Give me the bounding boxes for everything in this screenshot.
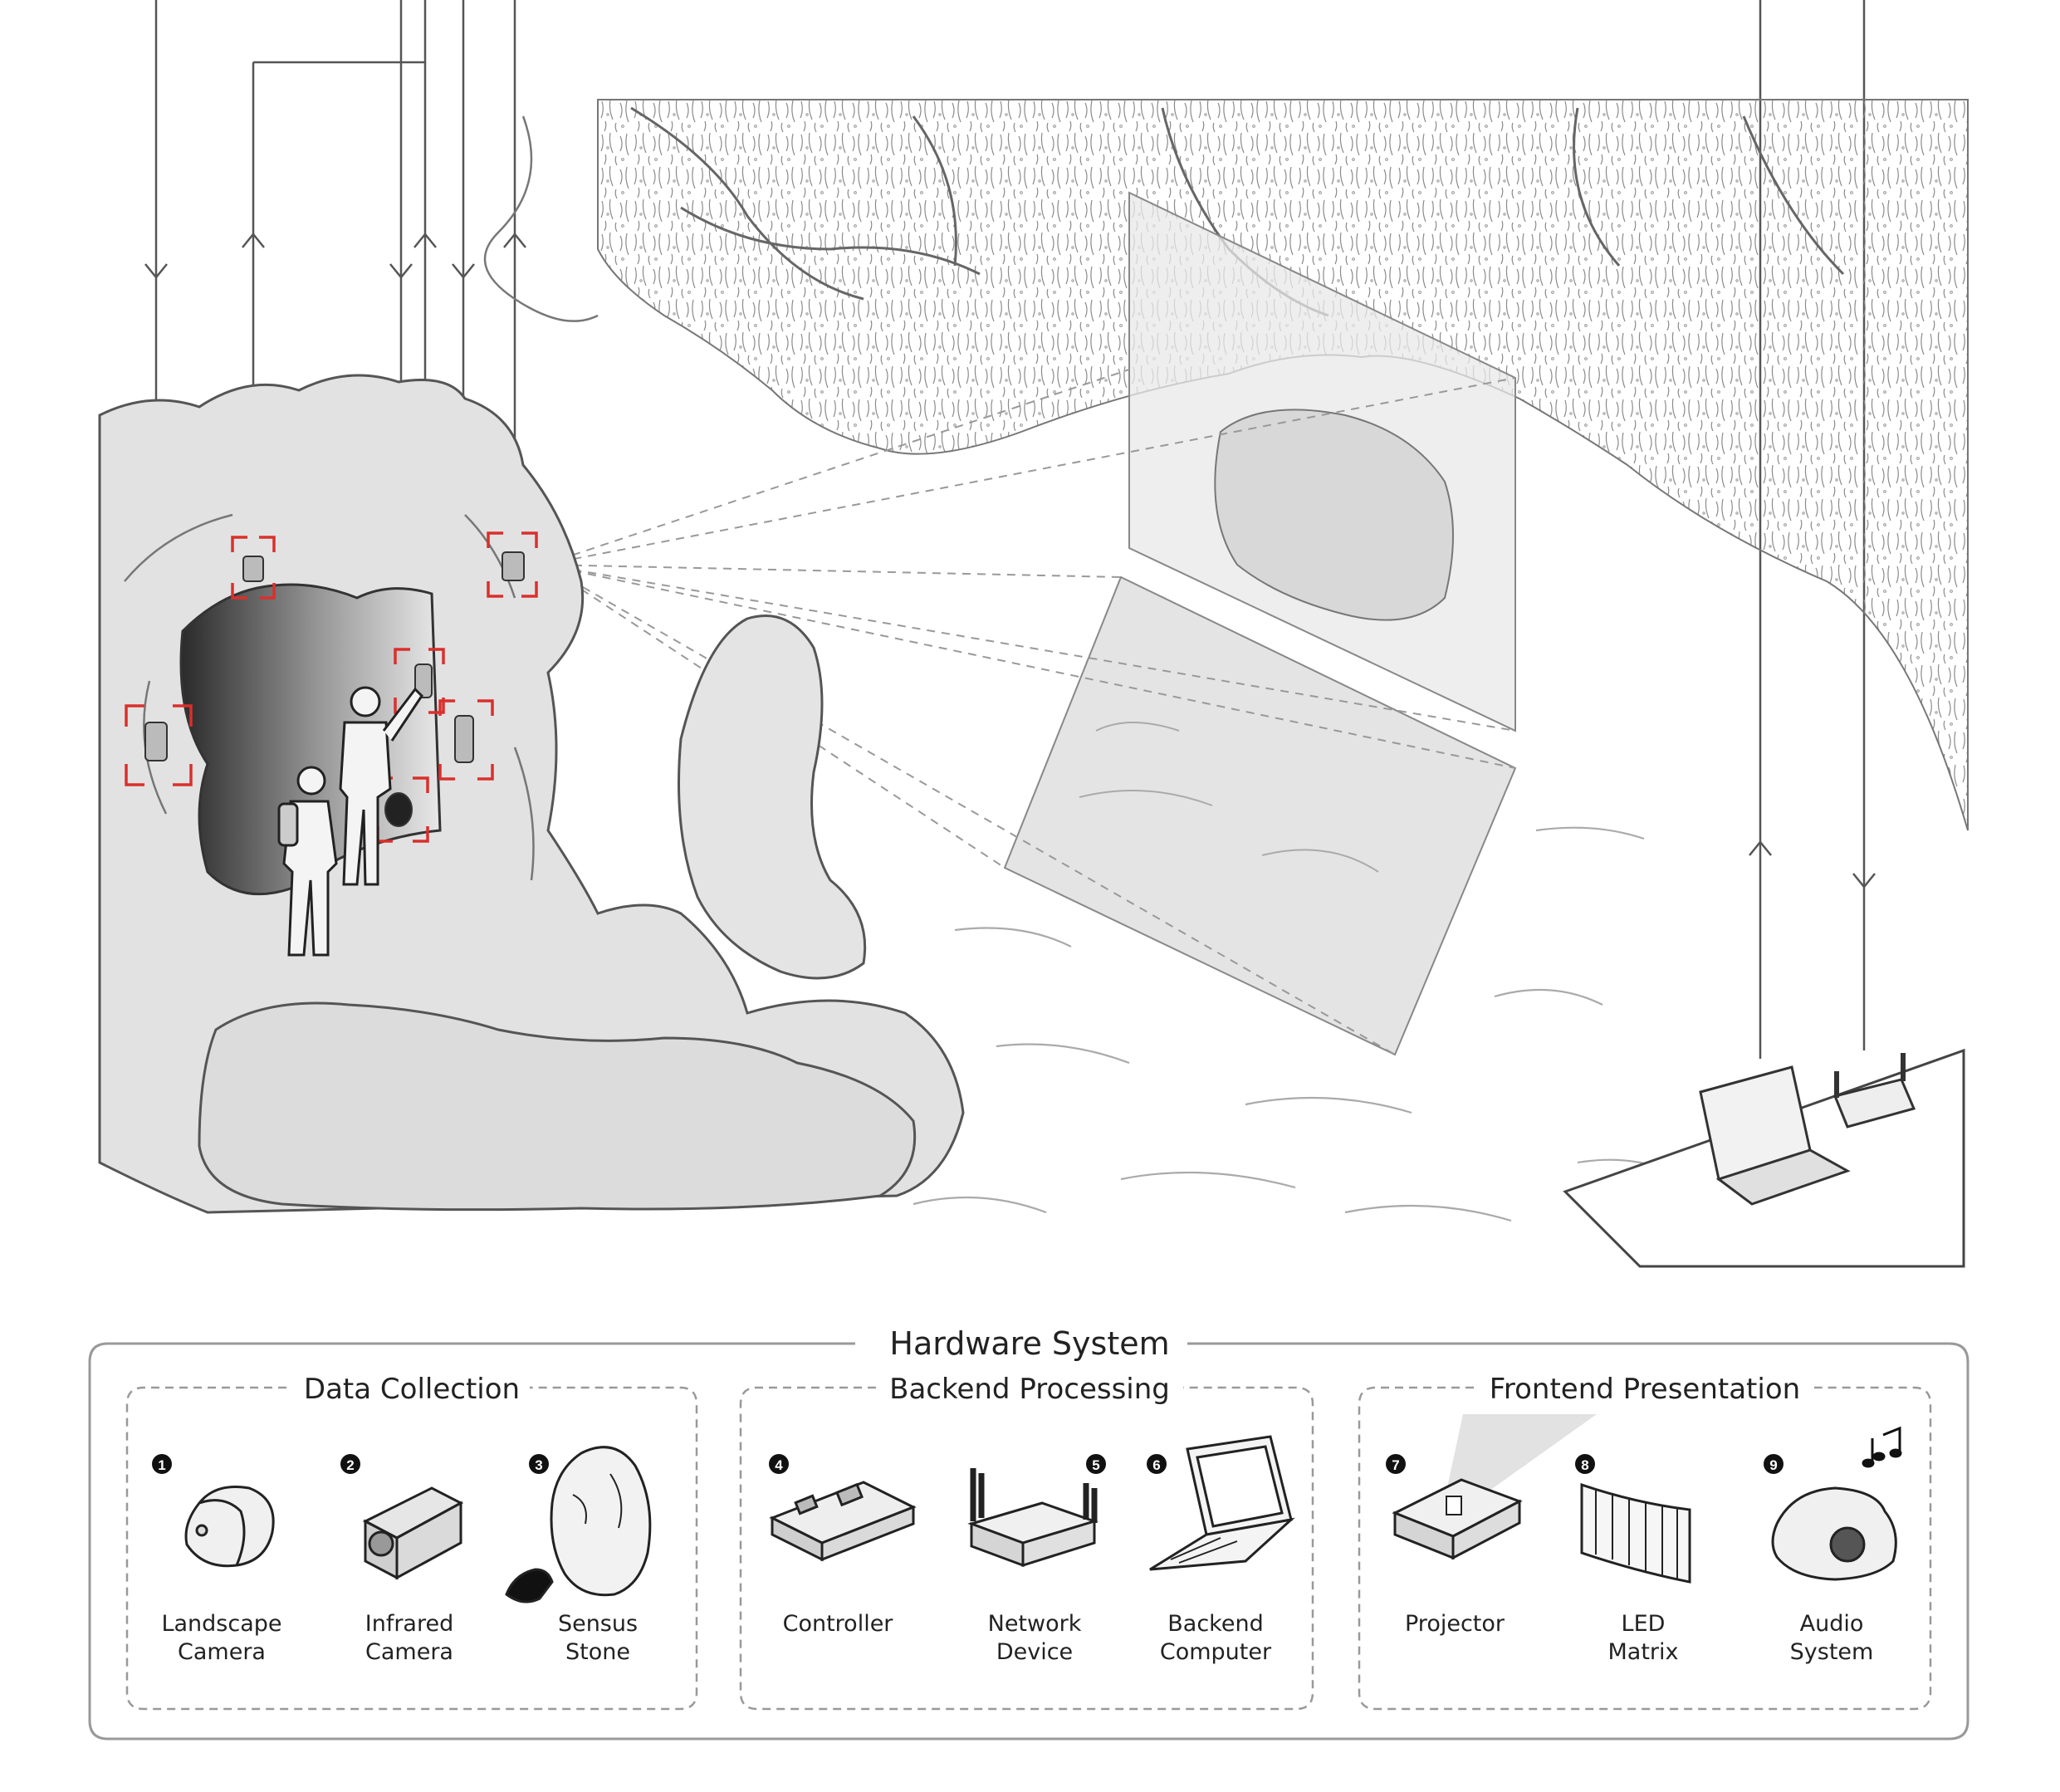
- label-backend-computer-1: Backend: [1167, 1611, 1263, 1637]
- item-labels: Landscape Camera Infrared Camera Sensus …: [161, 1611, 1873, 1665]
- label-infrared-camera-2: Camera: [365, 1639, 453, 1665]
- projector-icon: [1395, 1414, 1597, 1558]
- badge-4: 4: [769, 1454, 789, 1474]
- badge-3: 3: [529, 1454, 549, 1474]
- badge-1: 1: [152, 1454, 172, 1474]
- group-title-frontend-presentation: Frontend Presentation: [1490, 1373, 1800, 1406]
- control-desk: [1565, 1050, 1964, 1266]
- svg-text:5: 5: [1092, 1457, 1099, 1473]
- controller-board-icon: [772, 1482, 913, 1559]
- installation-scene: [0, 0, 2060, 1271]
- label-infrared-camera-1: Infrared: [365, 1611, 453, 1637]
- label-network-device-2: Device: [996, 1639, 1073, 1665]
- cave-rock: [100, 375, 963, 1212]
- svg-text:1: 1: [158, 1457, 165, 1473]
- label-backend-computer-2: Computer: [1160, 1639, 1272, 1665]
- legend-title: Hardware System: [889, 1325, 1169, 1362]
- infrared-camera-icon: [365, 1488, 461, 1578]
- badge-2: 2: [340, 1454, 360, 1474]
- network-router-icon: [971, 1468, 1094, 1565]
- svg-text:7: 7: [1392, 1457, 1399, 1473]
- badge-5: 5: [1086, 1454, 1106, 1474]
- label-led-matrix-2: Matrix: [1607, 1639, 1678, 1665]
- svg-text:4: 4: [775, 1457, 783, 1473]
- label-projector: Projector: [1405, 1611, 1505, 1637]
- group-title-data-collection: Data Collection: [304, 1373, 520, 1406]
- laptop-icon: [1150, 1437, 1291, 1569]
- music-note-icon: [1863, 1428, 1901, 1466]
- badge-8: 8: [1575, 1454, 1595, 1474]
- svg-text:3: 3: [535, 1457, 542, 1473]
- label-sensus-stone-2: Stone: [565, 1639, 630, 1665]
- sensus-stone-icon: [506, 1447, 650, 1602]
- svg-text:6: 6: [1152, 1457, 1160, 1473]
- label-network-device-1: Network: [988, 1611, 1082, 1637]
- label-landscape-camera-2: Camera: [178, 1639, 266, 1665]
- badge-6: 6: [1147, 1454, 1167, 1474]
- led-matrix-icon: [1582, 1485, 1690, 1582]
- svg-text:9: 9: [1769, 1457, 1777, 1473]
- landscape-camera-icon: [186, 1486, 273, 1565]
- group-title-backend-processing: Backend Processing: [889, 1373, 1170, 1406]
- number-badges: 1 2 3 4 5 6 7 8 9: [152, 1454, 1784, 1474]
- label-led-matrix-1: LED: [1622, 1611, 1666, 1637]
- label-audio-system-1: Audio: [1800, 1611, 1864, 1637]
- label-controller: Controller: [783, 1611, 894, 1637]
- svg-text:2: 2: [346, 1457, 354, 1473]
- label-sensus-stone-1: Sensus: [558, 1611, 638, 1637]
- badge-7: 7: [1386, 1454, 1406, 1474]
- svg-text:8: 8: [1581, 1457, 1588, 1473]
- badge-9: 9: [1764, 1454, 1784, 1474]
- label-landscape-camera-1: Landscape: [161, 1611, 281, 1637]
- hardware-system-legend: Hardware System Data Collection Backend …: [0, 1295, 2060, 1760]
- audio-stone-icon: [1773, 1488, 1896, 1579]
- label-audio-system-2: System: [1790, 1639, 1874, 1665]
